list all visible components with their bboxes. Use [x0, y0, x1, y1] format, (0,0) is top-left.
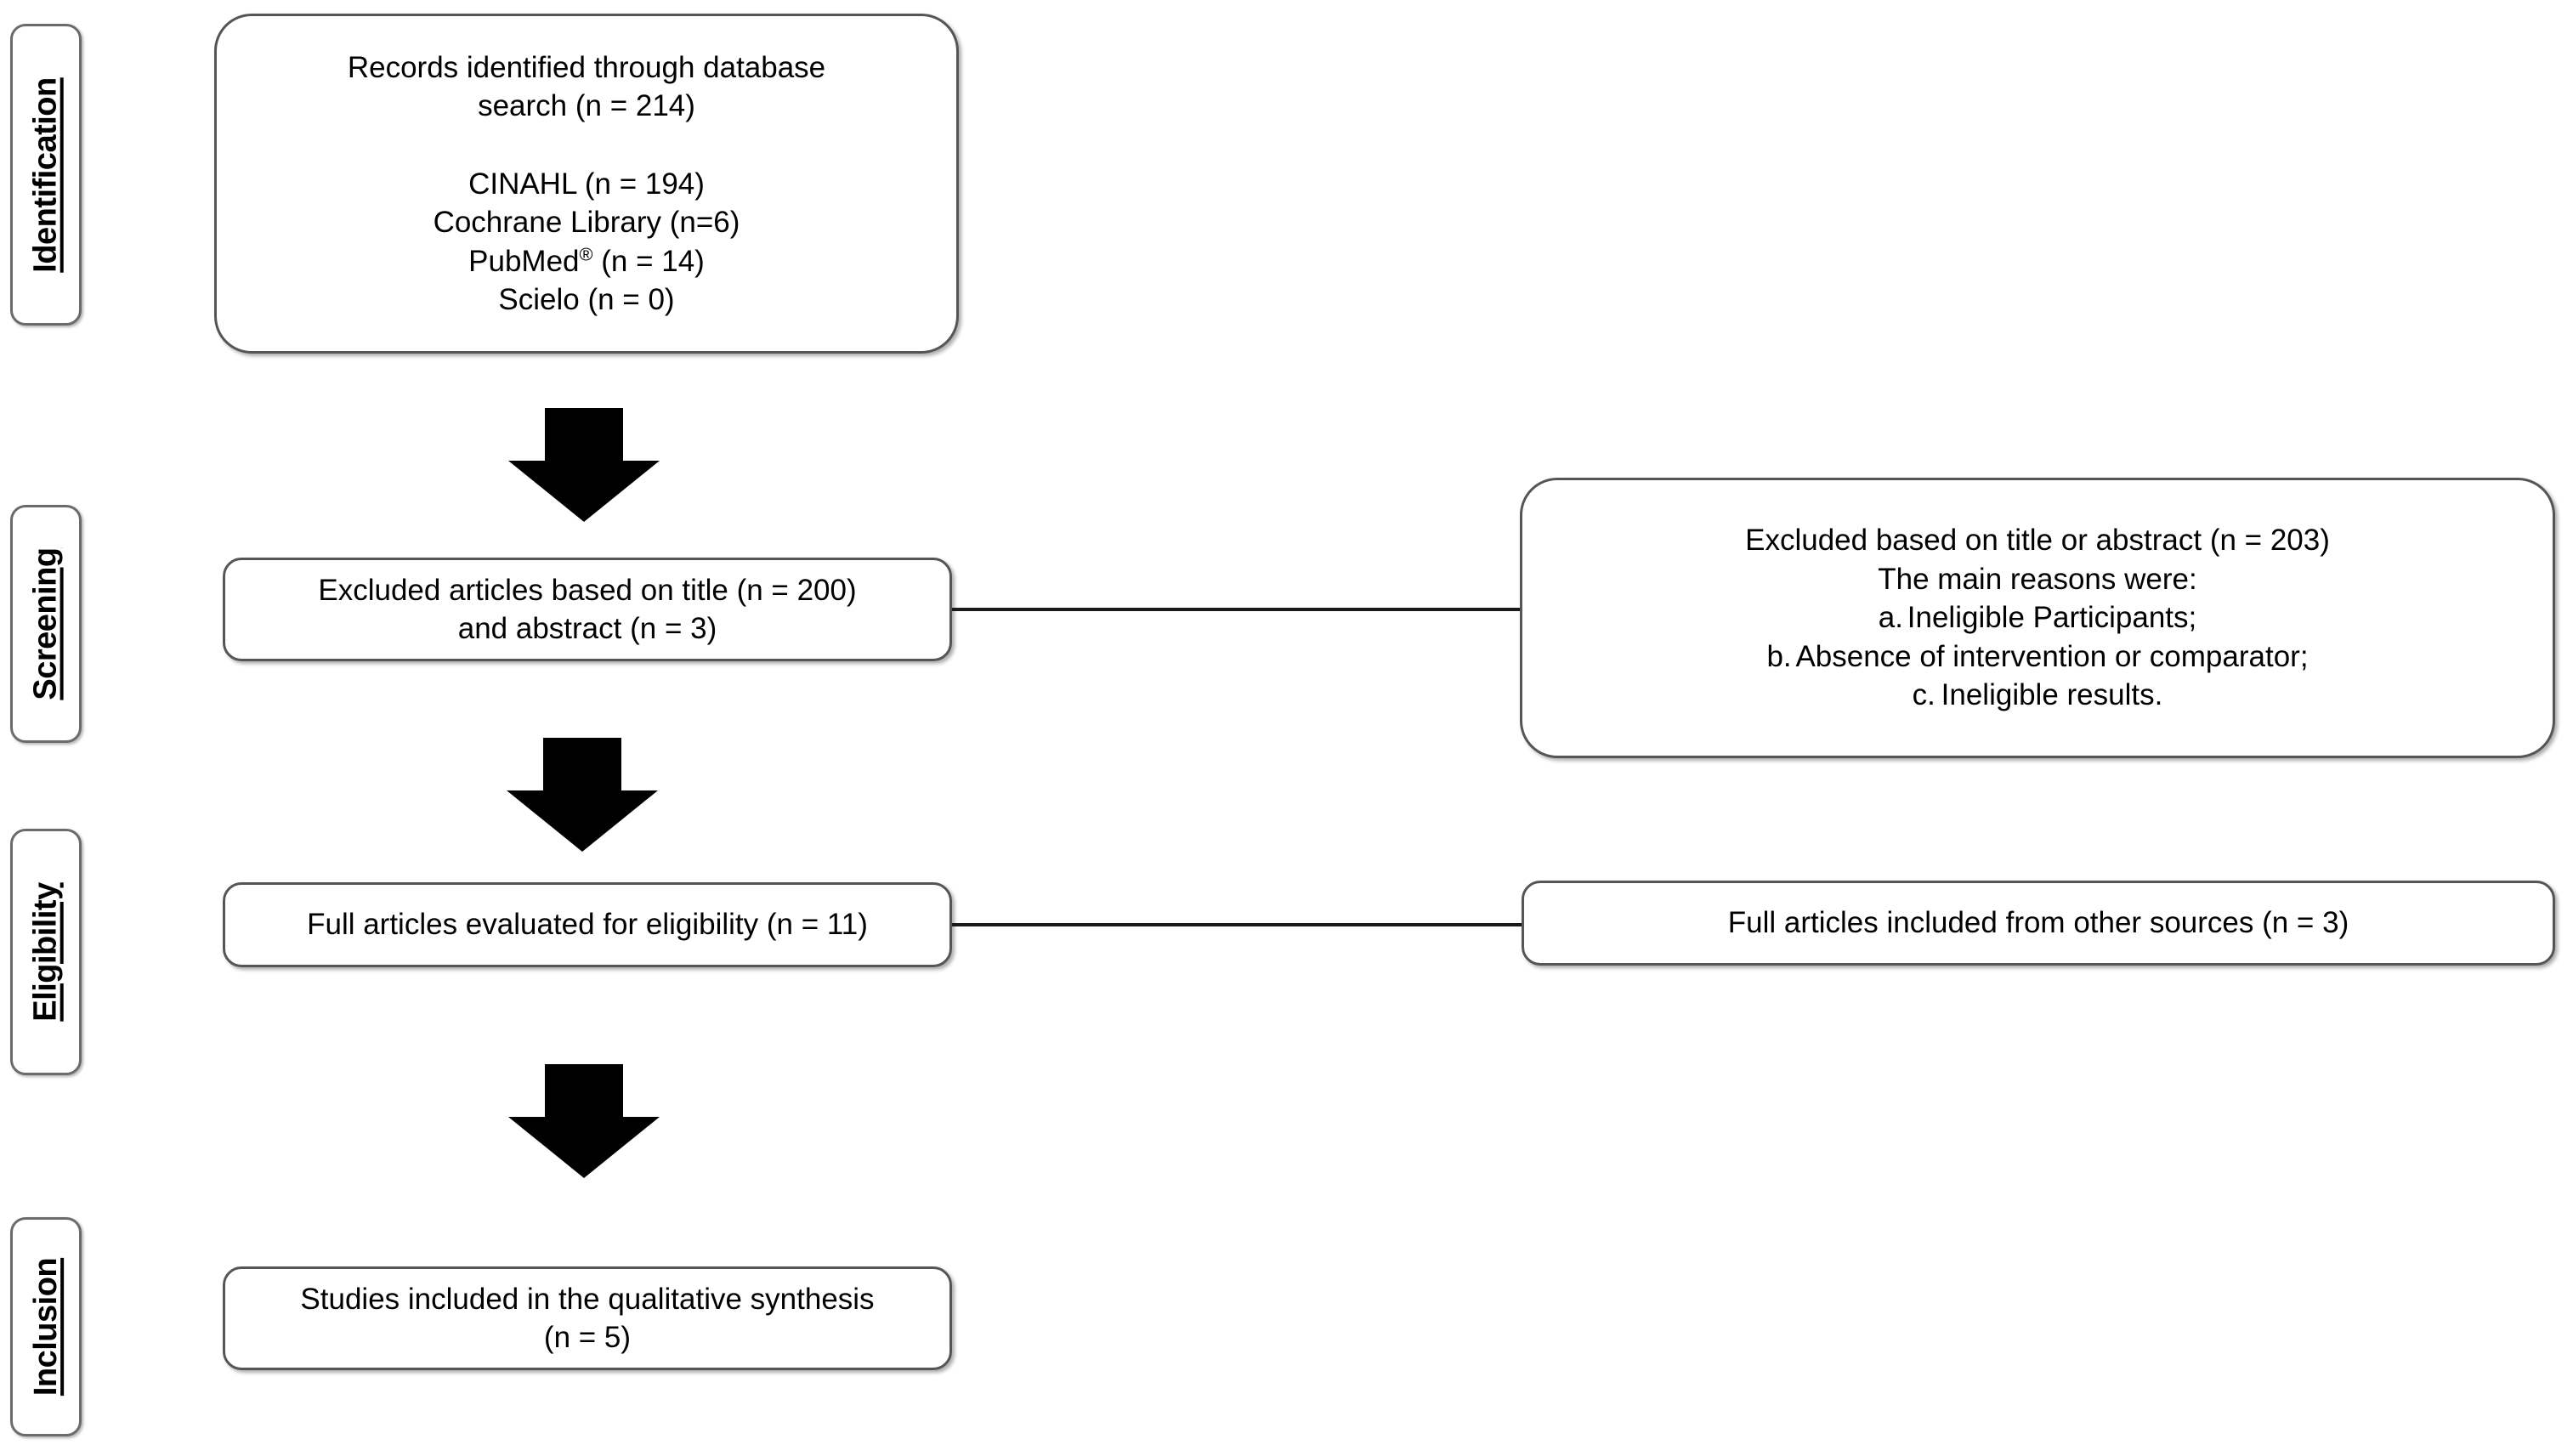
box-excluded-reasons-right: Excluded based on title or abstract (n =… [1520, 478, 2555, 758]
full-articles-eligibility-line-1: Full articles evaluated for eligibility … [307, 908, 868, 942]
box-full-articles-eligibility-content: Full articles evaluated for eligibility … [241, 905, 934, 944]
excluded-reason-b-marker: b. [1766, 639, 1792, 673]
studies-included-line-2: (n = 5) [543, 1321, 632, 1354]
records-identified-spacer [232, 126, 941, 165]
stage-label-eligibility: Eligibility [10, 829, 82, 1075]
box-studies-included-content: Studies included in the qualitative synt… [241, 1280, 934, 1357]
box-full-articles-other-sources-content: Full articles included from other source… [1539, 904, 2537, 943]
box-records-identified-content: Records identified through database sear… [232, 48, 941, 320]
records-identified-line-1: Records identified through database [347, 50, 826, 84]
excluded-right-heading: Excluded based on title or abstract (n =… [1745, 524, 2330, 558]
stage-label-identification: Identification [10, 24, 82, 326]
full-articles-other-sources-line-1: Full articles included from other source… [1727, 906, 2349, 940]
box-full-articles-eligibility: Full articles evaluated for eligibility … [223, 882, 952, 967]
excluded-reason-b: b.Absence of intervention or comparator; [1538, 637, 2537, 677]
stage-label-inclusion-text: Inclusion [28, 1257, 65, 1397]
stage-label-screening: Screening [10, 505, 82, 743]
stage-label-eligibility-text: Eligibility [28, 882, 64, 1022]
box-records-identified: Records identified through database sear… [214, 14, 959, 354]
excluded-reason-a: a.Ineligible Participants; [1538, 598, 2537, 637]
box-excluded-reasons-right-content: Excluded based on title or abstract (n =… [1538, 521, 2537, 715]
excluded-reason-a-marker: a. [1878, 601, 1903, 635]
source-cochrane-library: Cochrane Library (n=6) [433, 206, 740, 239]
arrow-down-eligibility-to-inclusion [508, 1064, 660, 1178]
box-excluded-articles-left-content: Excluded articles based on title (n = 20… [241, 571, 934, 649]
records-identified-line-2: search (n = 214) [478, 89, 695, 122]
registered-trademark-icon: ® [579, 242, 593, 264]
excluded-reason-c: c.Ineligible results. [1538, 676, 2537, 715]
arrow-down-screening-to-eligibility [507, 738, 658, 852]
connector-screening-horizontal [952, 608, 1522, 611]
source-scielo: Scielo (n = 0) [498, 283, 675, 316]
stage-label-inclusion: Inclusion [10, 1217, 82, 1436]
studies-included-line-1: Studies included in the qualitative synt… [300, 1282, 875, 1316]
source-pubmed-count: (n = 14) [592, 244, 705, 278]
excluded-right-subheading: The main reasons were: [1878, 562, 2197, 596]
box-full-articles-other-sources: Full articles included from other source… [1522, 881, 2555, 966]
stage-label-screening-text: Screening [28, 547, 65, 700]
excluded-reason-c-marker: c. [1912, 678, 1935, 712]
excluded-left-line-1: Excluded articles based on title (n = 20… [318, 573, 857, 607]
excluded-left-line-2: and abstract (n = 3) [457, 612, 717, 645]
box-excluded-articles-left: Excluded articles based on title (n = 20… [223, 558, 952, 661]
excluded-reason-b-text: Absence of intervention or comparator; [1795, 639, 2309, 673]
arrow-down-identification-to-screening [508, 408, 660, 522]
stage-label-identification-text: Identification [28, 76, 65, 273]
source-pubmed: PubMed® (n = 14) [232, 242, 941, 281]
source-pubmed-name: PubMed [468, 244, 580, 278]
excluded-reason-c-text: Ineligible results. [1941, 678, 2163, 712]
source-cinahl: CINAHL (n = 194) [468, 167, 705, 201]
excluded-reason-a-text: Ineligible Participants; [1907, 601, 2197, 635]
connector-eligibility-horizontal [952, 923, 1523, 926]
box-studies-included: Studies included in the qualitative synt… [223, 1266, 952, 1370]
